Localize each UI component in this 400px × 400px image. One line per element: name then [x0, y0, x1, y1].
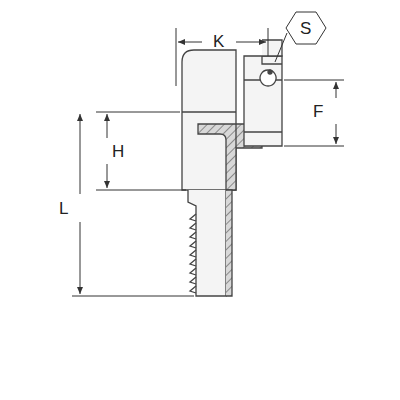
barb-ridge — [190, 232, 196, 239]
dimension-label: S — [300, 20, 311, 37]
barb-ridge — [190, 268, 196, 275]
dimension-label: K — [213, 33, 224, 50]
barb-ridge — [190, 241, 196, 248]
dimension-label: F — [313, 103, 323, 120]
barb-ridge — [190, 214, 196, 221]
barb-ridge — [190, 259, 196, 266]
barb-ridge — [190, 277, 196, 284]
barb-ridge — [190, 223, 196, 230]
dimension-label: L — [59, 200, 68, 217]
barb-ridge — [190, 250, 196, 257]
dimension-label: H — [112, 143, 124, 160]
barb-ridge — [190, 286, 196, 293]
